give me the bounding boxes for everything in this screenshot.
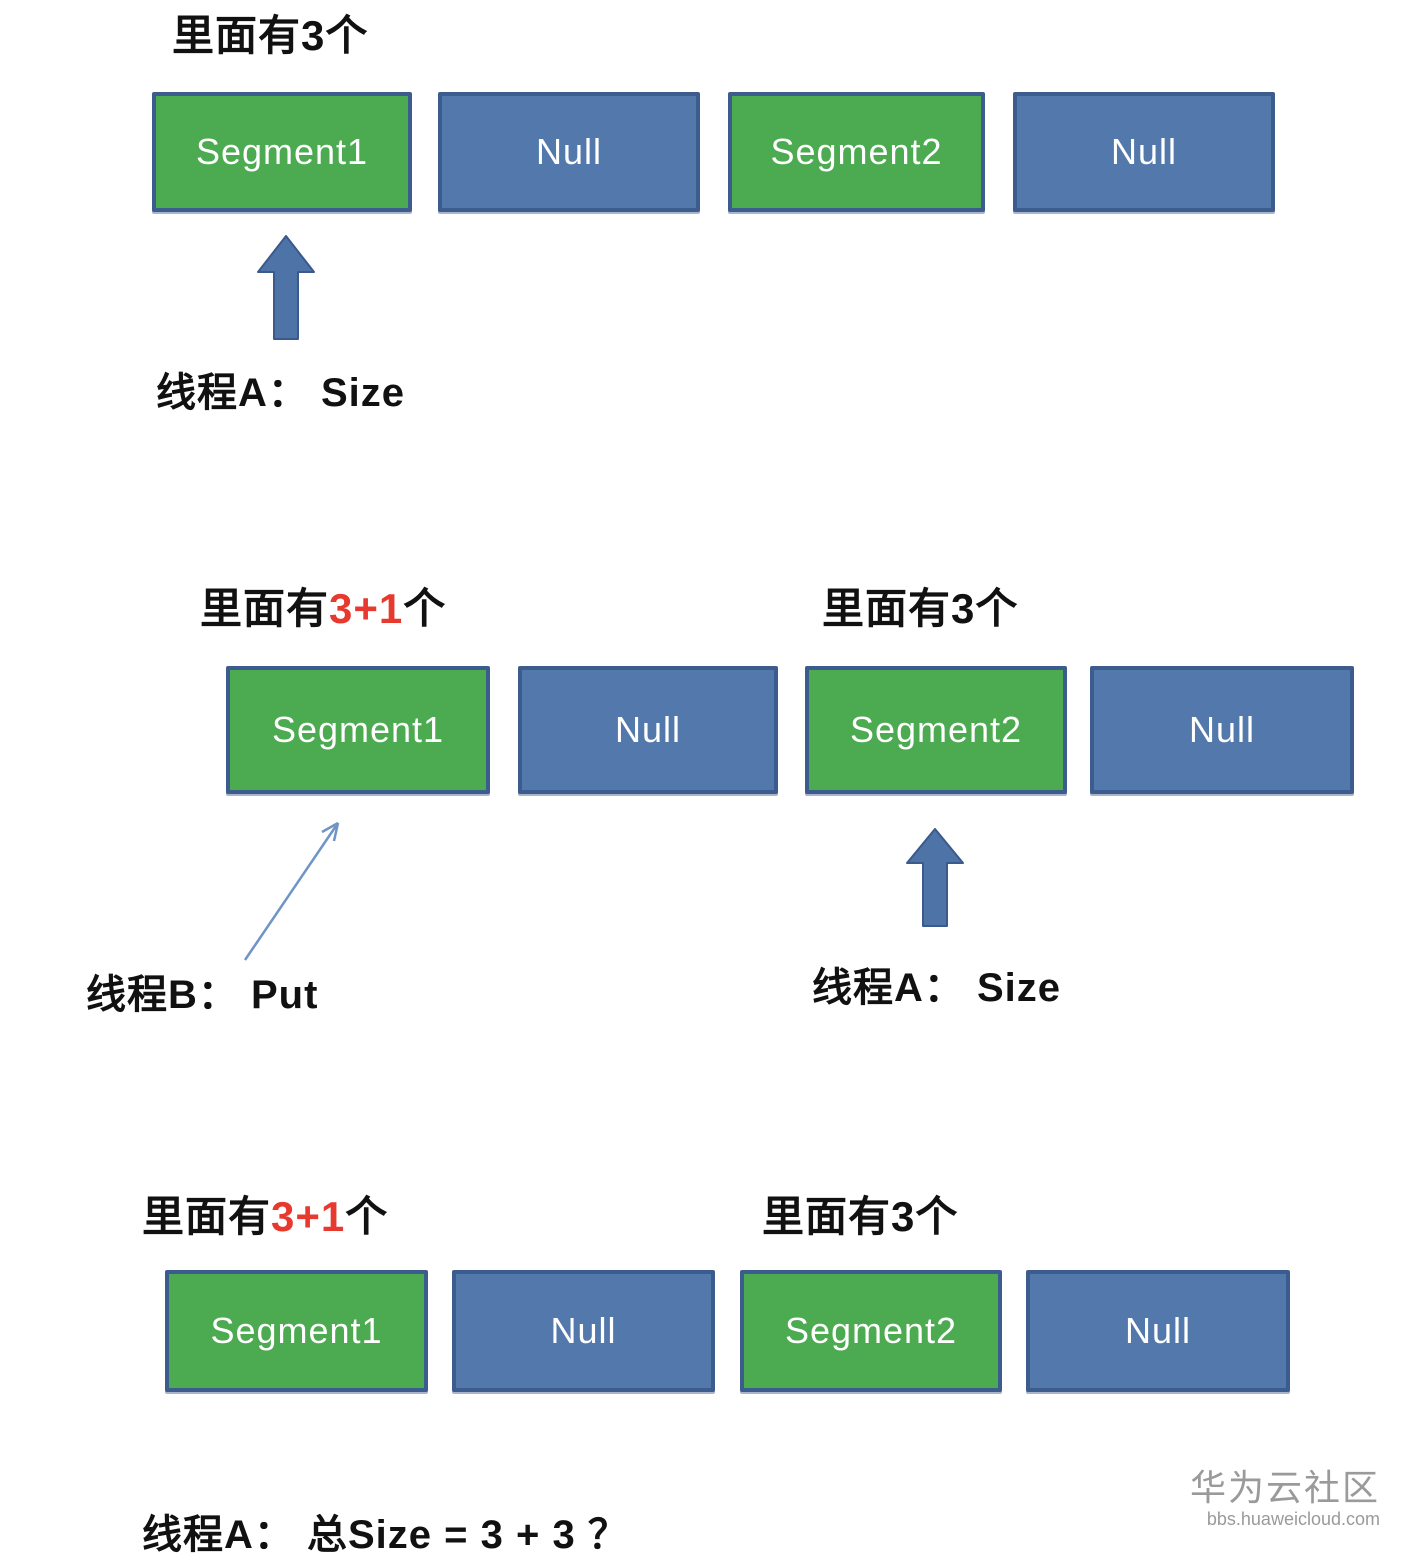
watermark-title: 华为云社区 [1189, 1467, 1380, 1508]
conclusion-label: 线程A： 总Size = 3 + 3 ？ [142, 1513, 629, 1557]
null-box: Null [518, 666, 778, 794]
null-box: Null [1090, 666, 1354, 794]
up-arrow-icon [257, 235, 315, 340]
segment-box-label: Segment1 [195, 131, 369, 172]
thread-a-size-label: 线程A： Size [812, 966, 1062, 1010]
null-box-label: Null [1110, 131, 1177, 172]
count-prefix: 里面有 [762, 1193, 892, 1240]
segment-box: Segment2 [728, 92, 985, 212]
null-box-label: Null [550, 1310, 617, 1351]
count-label: 里面有3+1个 [142, 1183, 388, 1244]
count-prefix: 里面有 [822, 585, 952, 632]
count-prefix: 里面有 [172, 12, 302, 59]
segment-box: Segment2 [805, 666, 1067, 794]
count-prefix: 里面有 [142, 1193, 272, 1240]
count-value: 3 [951, 585, 976, 632]
null-box: Null [452, 1270, 715, 1392]
segment-box: Segment1 [152, 92, 412, 212]
count-value: 3 [301, 12, 326, 59]
count-prefix: 里面有 [200, 585, 330, 632]
null-box-label: Null [614, 709, 681, 750]
thread-a-size-label: 线程A： Size [156, 371, 406, 415]
null-box-label: Null [1188, 709, 1255, 750]
segment-box-label: Segment2 [770, 131, 943, 172]
count-value-red: 3+1 [271, 1193, 346, 1240]
null-box-label: Null [535, 131, 602, 172]
segment-box: Segment1 [226, 666, 490, 794]
count-suffix: 个 [345, 1193, 389, 1240]
count-suffix: 个 [403, 585, 447, 632]
null-box-label: Null [1124, 1310, 1191, 1351]
null-box: Null [1013, 92, 1275, 212]
count-suffix: 个 [915, 1193, 959, 1240]
segment-box-label: Segment1 [271, 709, 445, 750]
segment-box-label: Segment2 [784, 1310, 958, 1351]
diagonal-arrow-icon [243, 821, 340, 961]
count-label: 里面有3个 [762, 1183, 958, 1244]
segment-box: Segment1 [165, 1270, 428, 1392]
count-label: 里面有3个 [822, 575, 1018, 636]
segment-box-label: Segment2 [849, 709, 1023, 750]
segment-box-label: Segment1 [210, 1310, 383, 1351]
count-label: 里面有3个 [172, 2, 368, 63]
count-label: 里面有3+1个 [200, 575, 446, 636]
thread-b-put-label: 线程B： Put [86, 973, 319, 1017]
null-box: Null [438, 92, 700, 212]
count-suffix: 个 [325, 12, 369, 59]
watermark: 华为云社区 bbs.huaweicloud.com [1190, 1468, 1380, 1529]
segment-box: Segment2 [740, 1270, 1002, 1392]
watermark-url: bbs.huaweicloud.com [1206, 1508, 1380, 1529]
count-suffix: 个 [975, 585, 1019, 632]
count-value-red: 3+1 [329, 585, 404, 632]
up-arrow-icon [906, 828, 964, 927]
count-value: 3 [891, 1193, 916, 1240]
null-box: Null [1026, 1270, 1290, 1392]
